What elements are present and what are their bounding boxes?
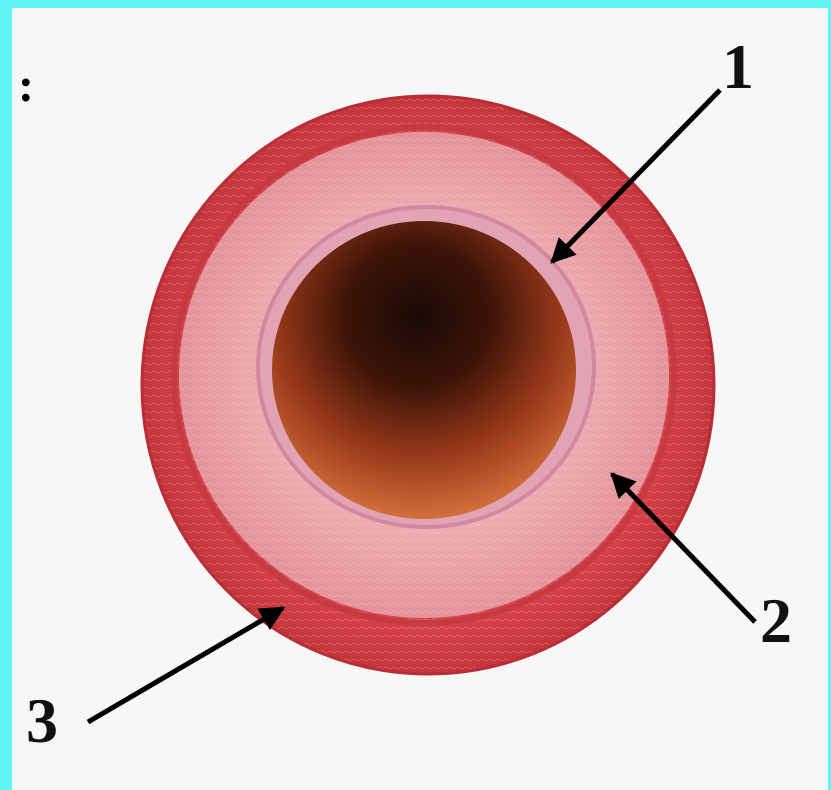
label-3: 3 <box>26 685 58 756</box>
vessel-lumen <box>272 221 576 519</box>
label-2: 2 <box>760 585 792 656</box>
label-1: 1 <box>722 31 754 102</box>
arrow-3 <box>88 608 283 722</box>
